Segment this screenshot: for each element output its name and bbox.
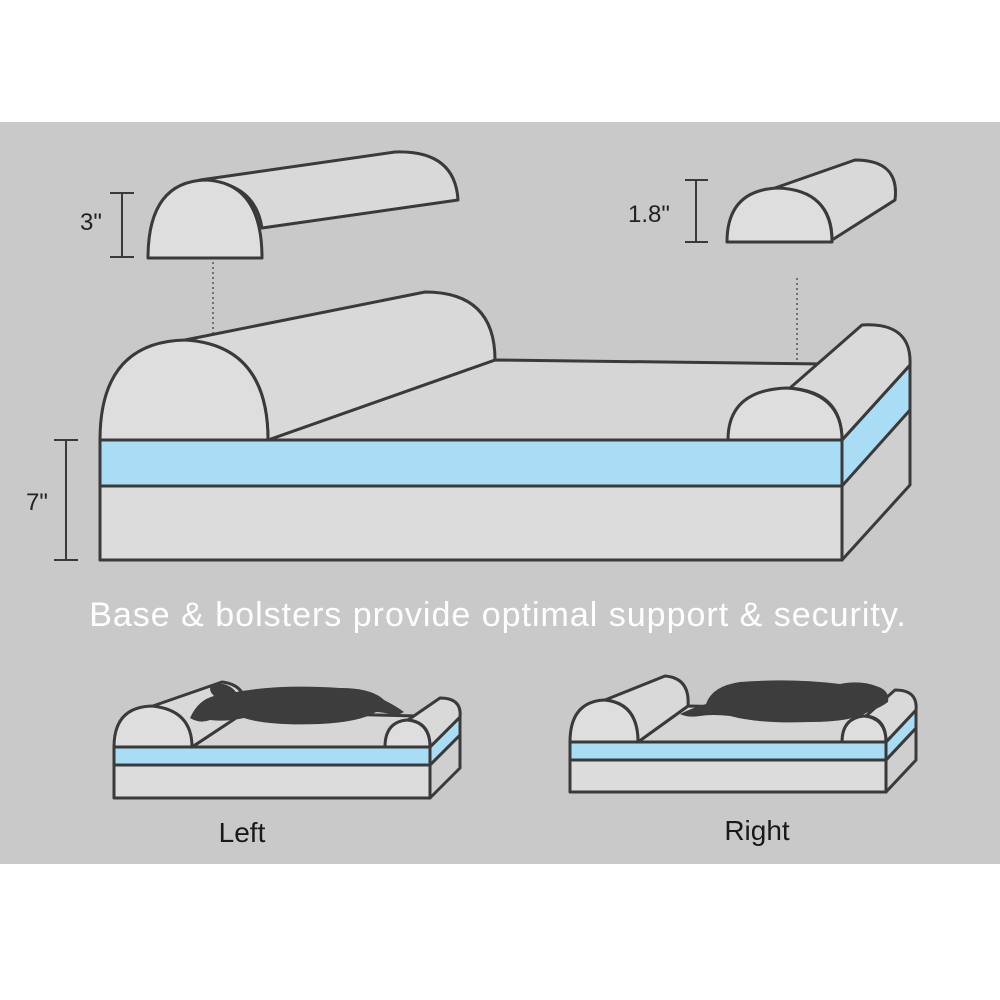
large-bolster-dimension: 3" bbox=[80, 192, 134, 258]
small-bolster bbox=[725, 158, 897, 244]
large-bolster bbox=[146, 150, 460, 260]
variant-right-label: Right bbox=[724, 815, 790, 846]
variant-left-bed bbox=[112, 680, 462, 800]
small-bolster-dimension: 1.8" bbox=[628, 179, 708, 243]
base-height-label: 7" bbox=[26, 489, 48, 516]
large-bolster-size-label: 3" bbox=[80, 209, 102, 236]
headline: Base & bolsters provide optimal support … bbox=[89, 596, 907, 634]
variant-left-label: Left bbox=[219, 817, 266, 848]
dog-silhouette-left bbox=[190, 683, 404, 725]
variant-right-bed bbox=[568, 674, 918, 794]
dog-silhouette-right bbox=[680, 680, 889, 723]
base-height-dimension: 7" bbox=[26, 439, 78, 561]
small-bolster-size-label: 1.8" bbox=[628, 201, 670, 228]
main-bed bbox=[98, 290, 912, 562]
